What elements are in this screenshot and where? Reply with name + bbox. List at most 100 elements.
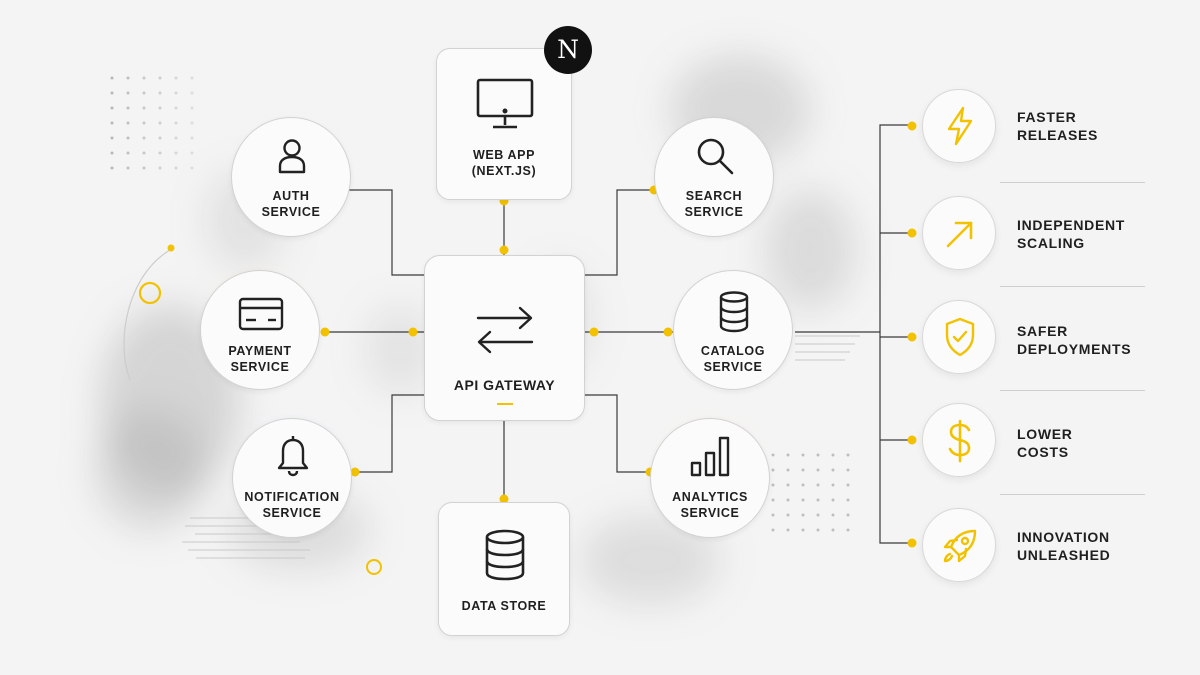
grid-dot <box>174 106 178 110</box>
grid-dot <box>786 483 790 487</box>
grid-dot <box>126 106 130 110</box>
grid-dot <box>816 513 820 517</box>
grid-dot <box>771 528 775 532</box>
notification-service-node[interactable]: NOTIFICATION SERVICE <box>232 418 352 538</box>
grid-dot <box>801 513 805 517</box>
grid-dot <box>110 121 114 125</box>
benefit-3-line1: SAFER <box>1017 323 1068 339</box>
grid-dot <box>771 468 775 472</box>
grid-dot <box>801 498 805 502</box>
grid-dot <box>142 106 146 110</box>
web-app-node[interactable]: WEB APP (NEXT.JS) <box>436 48 572 200</box>
benefit-1-line2: RELEASES <box>1017 127 1099 143</box>
gateway-accent-bar <box>497 403 513 405</box>
search-service-node[interactable]: SEARCH SERVICE <box>654 117 774 237</box>
benefit-independent-scaling[interactable] <box>922 196 996 270</box>
auth-service-node[interactable]: AUTH SERVICE <box>231 117 351 237</box>
benefit-1-line1: FASTER <box>1017 109 1077 125</box>
grid-dot <box>174 91 178 95</box>
payment-service-node[interactable]: PAYMENT SERVICE <box>200 270 320 390</box>
nextjs-logo-icon: N <box>544 26 592 74</box>
credit-card-icon <box>238 297 284 331</box>
grid-dot <box>158 151 162 155</box>
grid-dot <box>158 166 162 170</box>
dot-grid-right <box>771 453 850 532</box>
api-gateway-label: API GATEWAY <box>453 377 556 393</box>
connector-dots <box>320 121 917 548</box>
grid-dot <box>831 513 835 517</box>
decor-arc <box>123 249 171 381</box>
benefit-faster-releases[interactable] <box>922 89 996 163</box>
grid-dot <box>846 528 850 532</box>
grid-dot <box>126 151 130 155</box>
grid-dot <box>846 468 850 472</box>
magnifier-icon <box>697 138 734 175</box>
data-store-node[interactable]: DATA STORE <box>438 502 570 636</box>
analytics-service-node[interactable]: ANALYTICS SERVICE <box>650 418 770 538</box>
grid-dot <box>846 453 850 457</box>
grid-dot <box>158 121 162 125</box>
grid-dot <box>816 498 820 502</box>
payment-label-2: SERVICE <box>230 360 290 374</box>
user-icon <box>278 139 306 174</box>
grid-dot <box>801 528 805 532</box>
data-store-label: DATA STORE <box>461 599 547 613</box>
grid-dot <box>846 513 850 517</box>
benefit-safer-deployments[interactable] <box>922 300 996 374</box>
grid-dot <box>771 498 775 502</box>
notification-label-2: SERVICE <box>262 506 322 520</box>
auth-label-1: AUTH <box>272 189 310 203</box>
grid-dot <box>142 166 146 170</box>
grid-dot <box>126 136 130 140</box>
grid-dot <box>786 513 790 517</box>
grid-dot <box>816 528 820 532</box>
grid-dot <box>816 453 820 457</box>
catalog-label-2: SERVICE <box>703 360 763 374</box>
benefit-divider <box>1000 494 1145 495</box>
benefit-divider <box>1000 286 1145 287</box>
benefit-lower-costs[interactable] <box>922 403 996 477</box>
grid-dot <box>110 166 114 170</box>
grid-dot <box>190 76 194 80</box>
payment-label-1: PAYMENT <box>228 344 292 358</box>
benefit-innovation-unleashed[interactable] <box>922 508 996 582</box>
decor-ring <box>138 281 162 305</box>
grid-dot <box>174 121 178 125</box>
api-gateway-node[interactable]: API GATEWAY <box>424 255 585 421</box>
grid-dot <box>831 453 835 457</box>
grid-dot <box>110 136 114 140</box>
arrows-exchange-icon <box>476 306 534 354</box>
bell-icon <box>277 436 309 477</box>
grid-dot <box>174 136 178 140</box>
grid-dot <box>831 468 835 472</box>
bar-chart-icon <box>690 436 730 477</box>
grid-dot <box>190 121 194 125</box>
database-icon <box>719 291 749 333</box>
grid-dot <box>158 91 162 95</box>
decor-ring <box>366 559 382 575</box>
decor-dot <box>167 244 175 252</box>
benefit-divider <box>1000 390 1145 391</box>
grid-dot <box>142 136 146 140</box>
notification-label-1: NOTIFICATION <box>244 490 340 504</box>
search-label-1: SEARCH <box>685 189 743 203</box>
benefit-3-line2: DEPLOYMENTS <box>1017 341 1132 357</box>
grid-dot <box>846 483 850 487</box>
catalog-service-node[interactable]: CATALOG SERVICE <box>673 270 793 390</box>
grid-dot <box>786 498 790 502</box>
auth-label-2: SERVICE <box>261 205 321 219</box>
grid-dot <box>831 528 835 532</box>
grid-dot <box>771 453 775 457</box>
monitor-icon <box>476 78 534 129</box>
grid-dot <box>190 166 194 170</box>
grid-dot <box>158 136 162 140</box>
grid-dot <box>142 76 146 80</box>
web-app-label-1: WEB APP <box>472 148 536 162</box>
hatch-lines <box>182 335 860 559</box>
shield-check-icon <box>945 317 975 357</box>
benefit-2-line2: SCALING <box>1017 235 1085 251</box>
grid-dot <box>110 76 114 80</box>
grid-dot <box>158 106 162 110</box>
search-label-2: SERVICE <box>684 205 744 219</box>
catalog-label-1: CATALOG <box>700 344 766 358</box>
